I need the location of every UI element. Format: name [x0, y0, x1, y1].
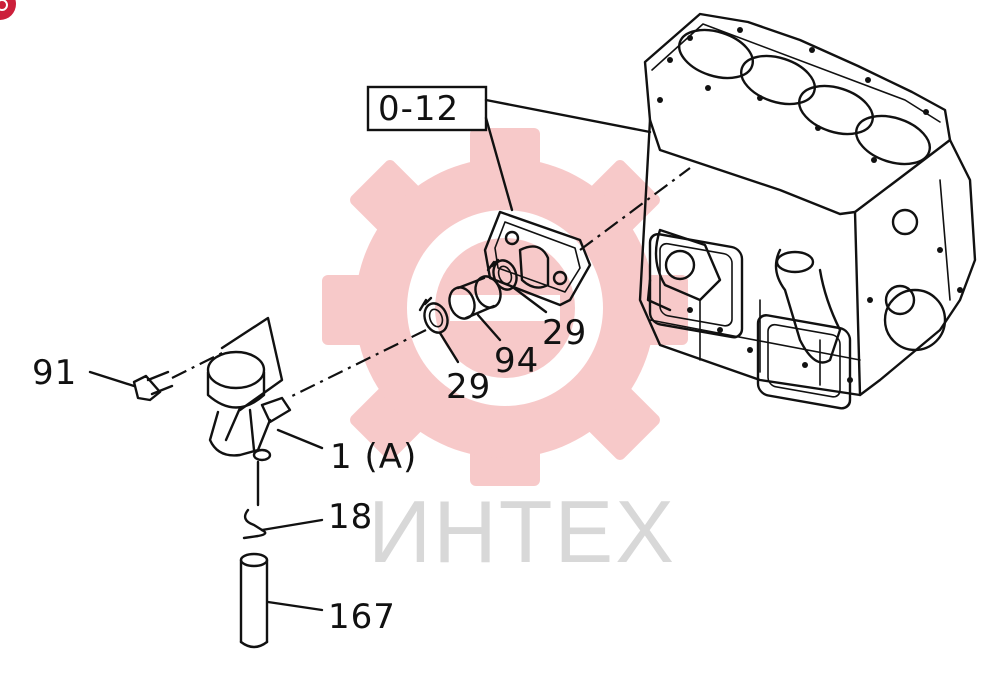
watermark-text: ИНТЕХ [368, 482, 676, 581]
clip [242, 460, 267, 540]
clamp-left [418, 296, 449, 334]
bolt [132, 351, 225, 402]
water-outlet-pipe [206, 316, 292, 462]
gasket-cover [483, 210, 592, 307]
clamp-right [486, 258, 518, 291]
callout-94: 94 [494, 341, 539, 381]
watermark-gear-icon [322, 128, 688, 486]
callout-91: 91 [32, 353, 77, 393]
ref-box [366, 85, 488, 132]
brand-logo-icon [0, 0, 16, 20]
callout-29-right: 29 [542, 313, 587, 353]
callout-29-left: 29 [446, 367, 491, 407]
pipe [239, 552, 269, 649]
callout-1a: 1 (A) [330, 437, 417, 477]
engine-block [638, 12, 977, 410]
callout-167: 167 [328, 597, 396, 637]
callout-18: 18 [328, 497, 373, 537]
ref-box-label: 0-12 [378, 89, 459, 129]
hose [448, 275, 502, 320]
